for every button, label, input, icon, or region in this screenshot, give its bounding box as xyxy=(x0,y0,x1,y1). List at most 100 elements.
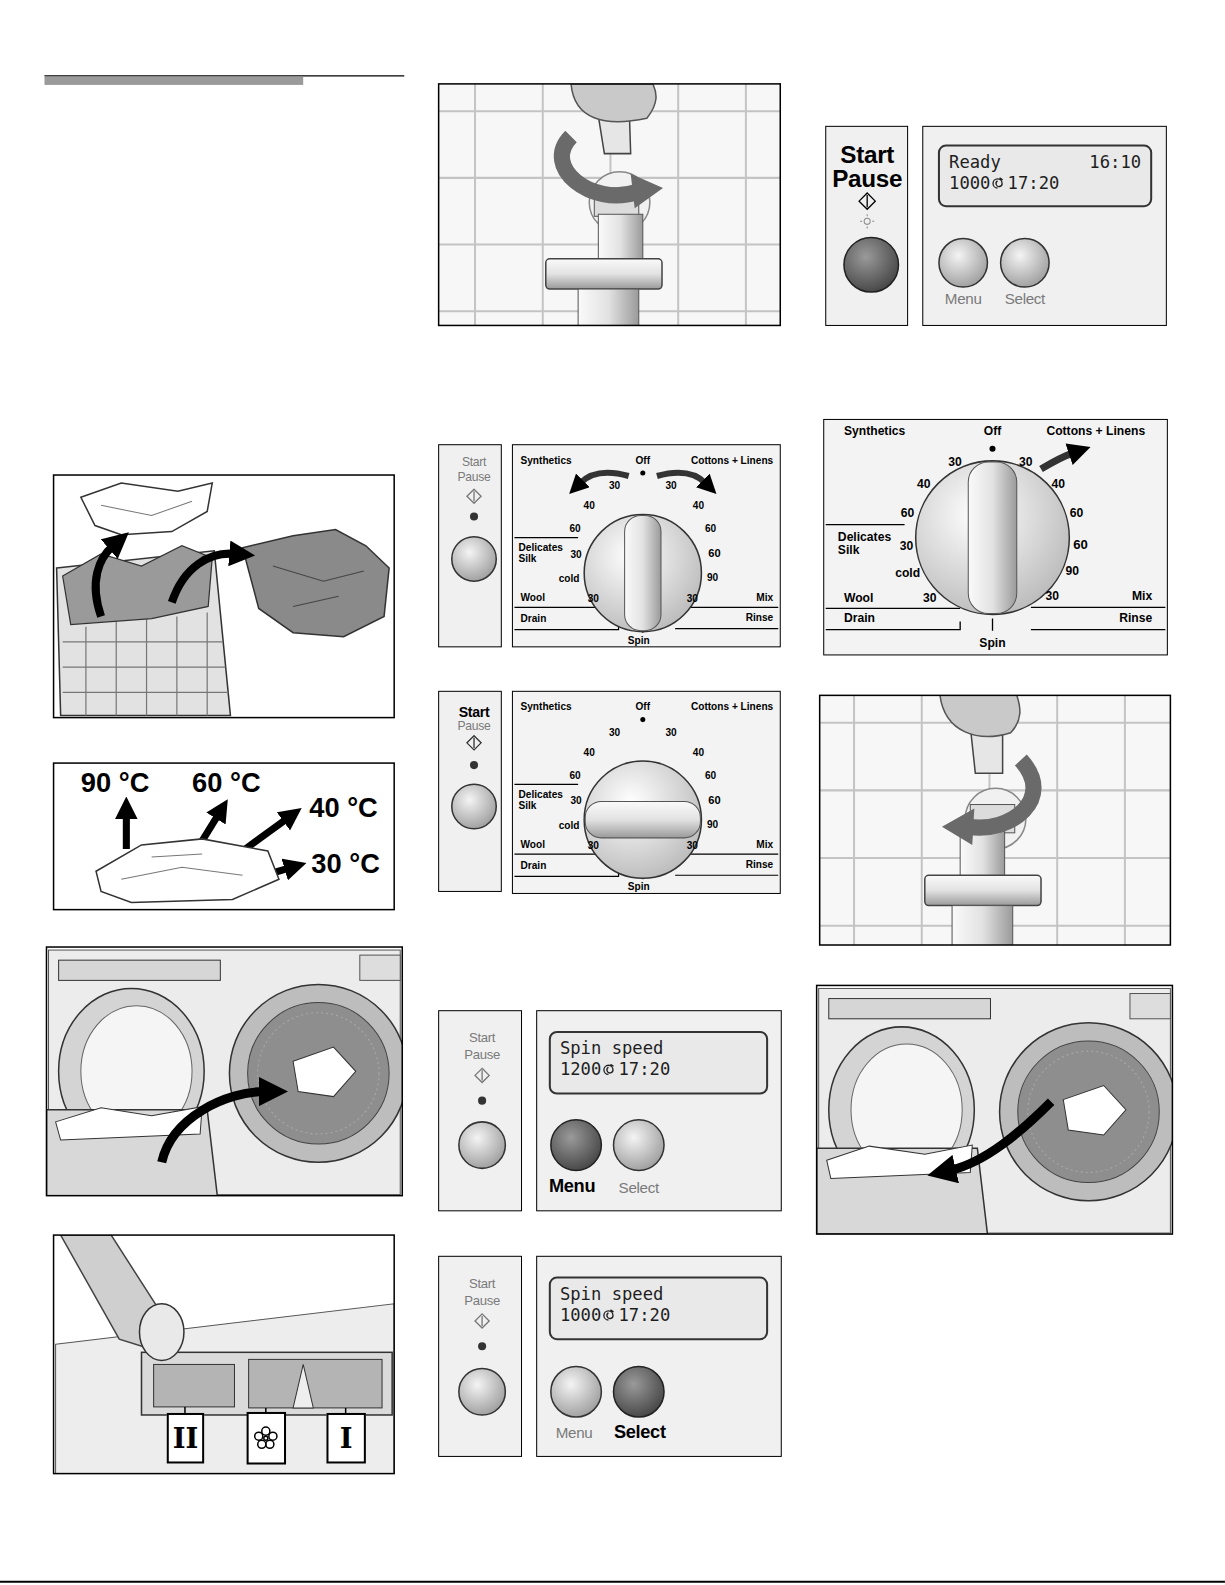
temperature-label: 60 °C xyxy=(192,769,261,798)
dial-label: Wool xyxy=(521,840,546,851)
dial-label: 40 xyxy=(1051,478,1065,491)
spin-symbol xyxy=(991,177,1003,191)
display-text: 16:10 xyxy=(1089,152,1141,173)
dial-label: Cottons + Linens xyxy=(1046,425,1145,438)
dial-label: Rinse xyxy=(746,860,774,871)
display-text: Spin speed xyxy=(560,1038,663,1059)
button-label: Start xyxy=(459,705,490,720)
display-value: 1000 xyxy=(560,1305,601,1326)
dial-label: 30 xyxy=(923,592,937,605)
lcd-display: Spin speed1000 17:20 xyxy=(549,1277,768,1341)
dial-label: 30 xyxy=(665,481,676,492)
dial-label: Drain xyxy=(844,612,875,625)
dial-label: Spin xyxy=(628,635,650,646)
dial-label: 30 xyxy=(609,481,620,492)
button-label: Menu xyxy=(945,291,982,307)
button-label: Menu xyxy=(556,1425,593,1441)
compartment-label: I xyxy=(326,1413,365,1464)
dial-label: Synthetics xyxy=(521,702,572,713)
button-label: Start xyxy=(469,1031,495,1045)
dial-label: cold xyxy=(895,567,920,580)
dial-label: 30 xyxy=(609,727,620,738)
dial-label: 60 xyxy=(1073,538,1088,552)
dial-label: Off xyxy=(984,425,1002,438)
button-label: Pause xyxy=(464,1294,500,1308)
dial-label: 30 xyxy=(570,550,581,561)
dial-label: Rinse xyxy=(1119,612,1152,625)
dial-label: 30 xyxy=(900,539,914,552)
temperature-label: 40 °C xyxy=(309,794,378,823)
dial-label: Delicates Silk xyxy=(838,531,891,556)
dial-label: Cottons + Linens xyxy=(691,456,773,467)
temperature-label: 90 °C xyxy=(81,769,150,798)
lcd-display: Spin speed1200 17:20 xyxy=(549,1031,768,1095)
dial-label: Cottons + Linens xyxy=(691,702,773,713)
spin-symbol xyxy=(602,1063,614,1077)
button-label: Start xyxy=(469,1277,495,1291)
compartment-label: II xyxy=(167,1413,204,1464)
button-label: Pause xyxy=(458,720,491,733)
button-label: Menu xyxy=(549,1177,595,1196)
dial-label: 90 xyxy=(1066,565,1080,578)
button-label: Start xyxy=(840,142,894,167)
display-value: 17:20 xyxy=(1008,173,1060,194)
dial-label: 30 xyxy=(1045,590,1059,603)
display-value: 1000 xyxy=(949,173,990,194)
button-label: Select xyxy=(1005,291,1045,307)
dial-label: Wool xyxy=(844,592,873,605)
compartment-number: II xyxy=(173,1423,199,1454)
display-value: 17:20 xyxy=(619,1059,671,1080)
button-label: Select xyxy=(614,1423,666,1442)
display-text: Ready xyxy=(949,152,1001,173)
dial-label: 30 xyxy=(687,841,698,852)
button-label: Pause xyxy=(464,1048,500,1062)
dial-label: 40 xyxy=(584,501,595,512)
dial-label: Drain xyxy=(521,614,547,625)
dial-label: Delicates Silk xyxy=(518,790,562,811)
dial-label: 40 xyxy=(917,478,931,491)
display-value: 17:20 xyxy=(619,1305,671,1326)
dial-label: 40 xyxy=(693,501,704,512)
temperature-label: 30 °C xyxy=(311,850,380,879)
spin-symbol xyxy=(602,1309,614,1323)
dial-label: 90 xyxy=(707,819,718,830)
dial-label: Wool xyxy=(521,593,546,604)
dial-label: 30 xyxy=(570,796,581,807)
dial-label: Mix xyxy=(1132,590,1152,603)
dial-label: Rinse xyxy=(746,613,774,624)
dial-label: Mix xyxy=(756,593,773,604)
dial-label: 30 xyxy=(665,727,676,738)
dial-label: 60 xyxy=(569,771,580,782)
display-text: Spin speed xyxy=(560,1284,663,1305)
dial-label: Drain xyxy=(521,861,547,872)
dial-label: 30 xyxy=(588,594,599,605)
button-label: Pause xyxy=(458,471,491,484)
button-label: Pause xyxy=(832,166,902,191)
dial-label: 40 xyxy=(584,748,595,759)
dial-label: 30 xyxy=(1019,456,1033,469)
compartment-number: I xyxy=(340,1423,353,1454)
lcd-display: Ready 16:10 1000 17:20 xyxy=(938,145,1152,208)
dial-label: Mix xyxy=(756,840,773,851)
display-value: 1200 xyxy=(560,1059,601,1080)
dial-label: cold xyxy=(559,820,580,831)
dial-label: 60 xyxy=(705,524,716,535)
dial-label: Spin xyxy=(628,882,650,893)
dial-label: 60 xyxy=(705,771,716,782)
dial-label: 90 xyxy=(707,573,718,584)
dial-label: 60 xyxy=(1070,507,1084,520)
dial-label: Delicates Silk xyxy=(518,543,562,564)
dial-label: 60 xyxy=(569,524,580,535)
dial-label: 30 xyxy=(948,456,962,469)
dial-label: 60 xyxy=(708,548,720,560)
dial-label: Synthetics xyxy=(844,425,905,438)
button-label: Select xyxy=(619,1180,659,1196)
dial-label: Spin xyxy=(979,636,1005,649)
dial-label: 60 xyxy=(708,795,720,807)
dial-label: 30 xyxy=(588,841,599,852)
dial-label: Off xyxy=(636,456,651,467)
dial-label: 60 xyxy=(901,507,915,520)
dial-label: 30 xyxy=(687,594,698,605)
